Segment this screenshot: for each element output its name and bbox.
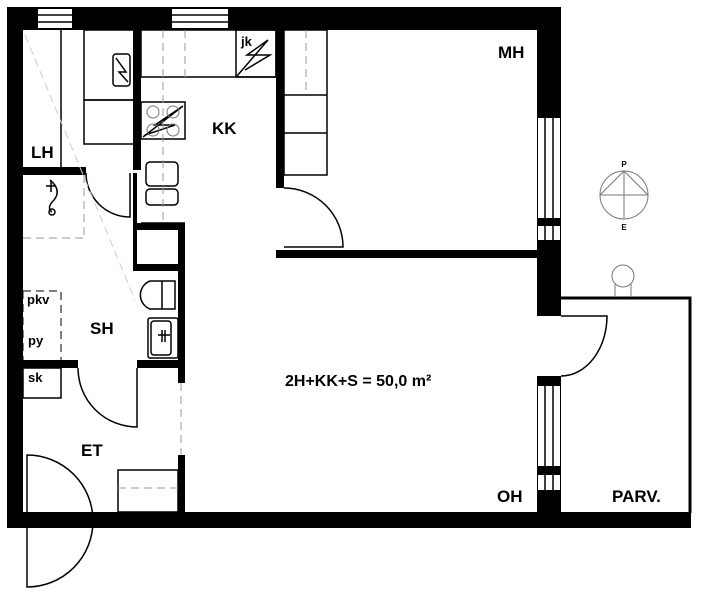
mh-door [283, 187, 344, 248]
room-label-et: ET [81, 441, 103, 460]
sh-door [77, 367, 138, 428]
area-text: 2H+KK+S = 50,0 m² [285, 373, 431, 390]
fixture-label-py: py [28, 333, 44, 348]
room-label-kk: KK [212, 119, 237, 138]
fixture-label-jk: jk [240, 34, 253, 49]
interior-walls [23, 30, 537, 512]
room-label-oh: OH [497, 487, 523, 506]
room-label-mh: MH [498, 43, 524, 62]
doors [26, 172, 608, 588]
kitchen-fixtures [60, 29, 328, 224]
right-windows [538, 118, 560, 490]
room-label-parv: PARV. [612, 487, 661, 506]
room-label-lh: LH [31, 143, 54, 162]
lh-door [85, 172, 131, 218]
compass-south: E [621, 223, 627, 232]
balcony [561, 296, 692, 513]
compass-north: P [621, 160, 627, 169]
balcony-door [560, 315, 608, 377]
toilet [139, 280, 176, 310]
top-windows [38, 9, 228, 28]
entrance-door [26, 454, 94, 588]
room-label-sh: SH [90, 319, 114, 338]
compass-icon [599, 170, 649, 220]
outer-walls [7, 7, 691, 528]
outdoor-lamp-icon [611, 264, 635, 297]
fixture-label-sk: sk [28, 370, 43, 385]
fixture-label-pkv: pkv [27, 292, 50, 307]
bathroom-fixtures [22, 34, 182, 513]
